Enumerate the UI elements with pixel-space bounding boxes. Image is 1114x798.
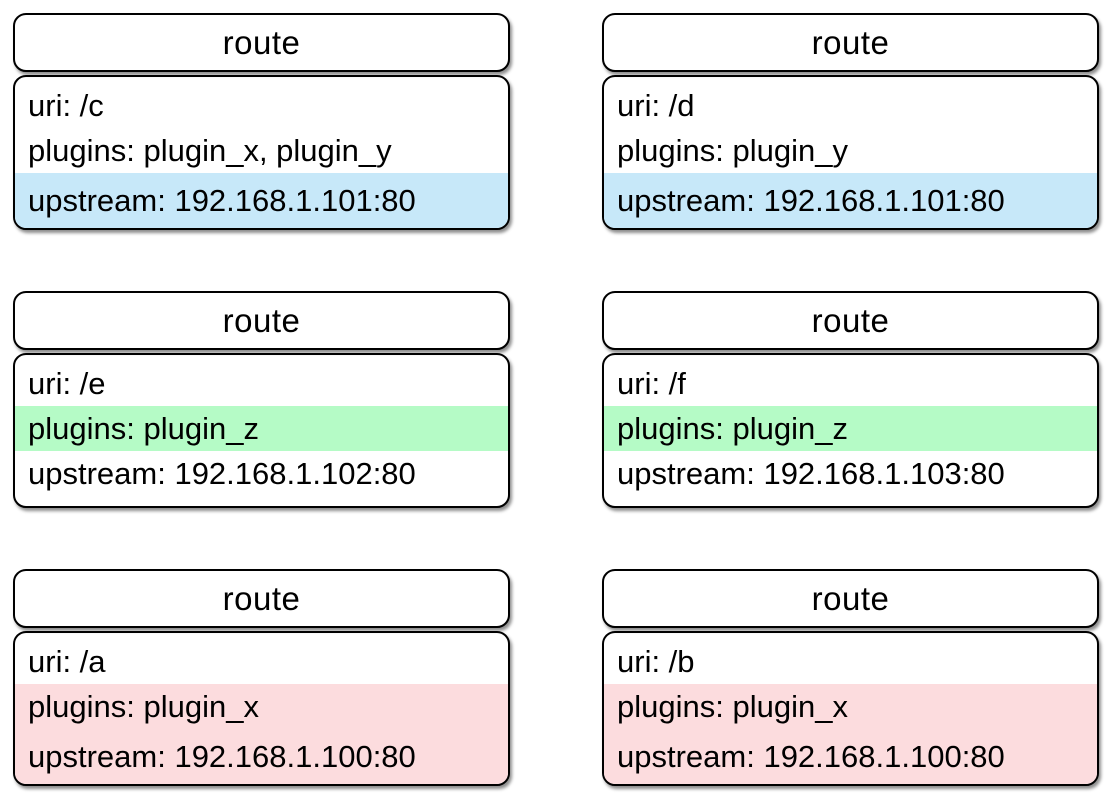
route-card-a-header: route <box>13 569 510 628</box>
uri-line: uri: /f <box>617 365 686 401</box>
route-card-a: route uri: /a plugins: plugin_x upstream… <box>13 569 510 786</box>
plugins-line: plugins: plugin_x, plugin_y <box>28 132 392 168</box>
route-card-c: route uri: /c plugins: plugin_x, plugin_… <box>13 13 510 230</box>
route-card-b: route uri: /b plugins: plugin_x upstream… <box>602 569 1099 786</box>
route-card-c-title: route <box>222 24 301 61</box>
route-card-f-header: route <box>602 291 1099 350</box>
plugins-line: plugins: plugin_x <box>604 684 1097 729</box>
route-card-e-header: route <box>13 291 510 350</box>
upstream-line: upstream: 192.168.1.102:80 <box>28 455 416 491</box>
route-card-f: route uri: /f plugins: plugin_z upstream… <box>602 291 1099 508</box>
route-card-b-title: route <box>811 580 890 617</box>
plugins-line: plugins: plugin_z <box>15 406 508 451</box>
route-card-d-header: route <box>602 13 1099 72</box>
plugins-line: plugins: plugin_z <box>604 406 1097 451</box>
route-card-e-title: route <box>222 302 301 339</box>
route-card-e: route uri: /e plugins: plugin_z upstream… <box>13 291 510 508</box>
plugins-line: plugins: plugin_x <box>15 684 508 729</box>
route-card-a-title: route <box>222 580 301 617</box>
route-card-b-header: route <box>602 569 1099 628</box>
route-card-f-body: uri: /f plugins: plugin_z upstream: 192.… <box>602 353 1099 508</box>
route-card-c-header: route <box>13 13 510 72</box>
uri-line: uri: /c <box>28 87 104 123</box>
upstream-line: upstream: 192.168.1.101:80 <box>15 173 508 228</box>
route-card-d-body: uri: /d plugins: plugin_y upstream: 192.… <box>602 75 1099 230</box>
upstream-line: upstream: 192.168.1.100:80 <box>604 729 1097 784</box>
upstream-line: upstream: 192.168.1.103:80 <box>617 455 1005 491</box>
upstream-line: upstream: 192.168.1.100:80 <box>15 729 508 784</box>
route-card-e-body: uri: /e plugins: plugin_z upstream: 192.… <box>13 353 510 508</box>
plugins-line: plugins: plugin_y <box>617 132 848 168</box>
upstream-line: upstream: 192.168.1.101:80 <box>604 173 1097 228</box>
route-card-a-body: uri: /a plugins: plugin_x upstream: 192.… <box>13 631 510 786</box>
route-card-c-body: uri: /c plugins: plugin_x, plugin_y upst… <box>13 75 510 230</box>
route-card-f-title: route <box>811 302 890 339</box>
route-card-d-title: route <box>811 24 890 61</box>
uri-line: uri: /e <box>28 365 106 401</box>
uri-line: uri: /d <box>617 87 695 123</box>
route-card-d: route uri: /d plugins: plugin_y upstream… <box>602 13 1099 230</box>
uri-line: uri: /a <box>28 643 106 679</box>
uri-line: uri: /b <box>617 643 695 679</box>
route-card-b-body: uri: /b plugins: plugin_x upstream: 192.… <box>602 631 1099 786</box>
